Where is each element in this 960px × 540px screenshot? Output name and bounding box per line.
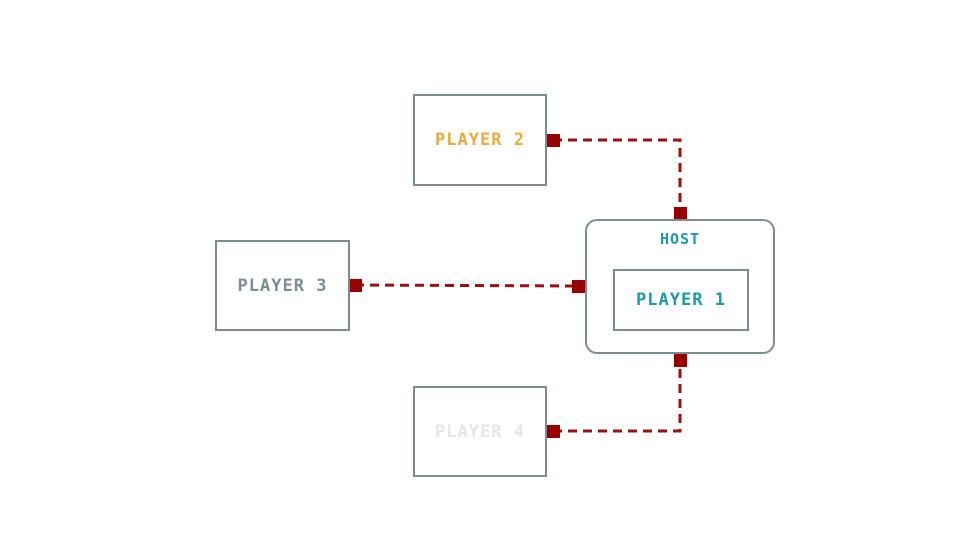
host-label: HOST — [659, 230, 701, 248]
host-node: HOST PLAYER 1 — [585, 219, 775, 354]
link-player4-host — [553, 360, 682, 433]
player2-label: PLAYER 2 — [435, 130, 525, 150]
player3-label: PLAYER 3 — [237, 275, 328, 296]
connector-host-top — [674, 207, 687, 220]
connector-player2 — [547, 134, 560, 147]
connector-player3 — [349, 279, 362, 292]
player2-node: PLAYER 2 — [413, 94, 547, 186]
player3-node: PLAYER 3 — [215, 240, 350, 331]
player4-node: PLAYER 4 — [413, 386, 547, 477]
player1-label: PLAYER 1 — [636, 290, 726, 310]
connector-host-left — [572, 280, 585, 293]
link-player3-host — [354, 283, 579, 288]
link-player2-host — [553, 138, 682, 213]
connector-player4 — [547, 425, 560, 438]
player4-label: PLAYER 4 — [435, 421, 525, 442]
connector-host-bottom — [674, 354, 687, 367]
player1-node: PLAYER 1 — [613, 269, 749, 331]
